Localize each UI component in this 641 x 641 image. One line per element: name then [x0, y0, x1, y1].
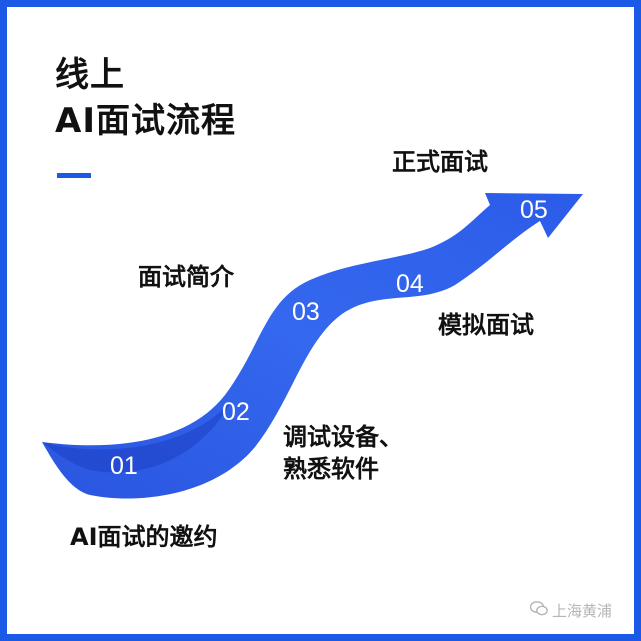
- step-label-03: 面试简介: [138, 263, 234, 291]
- page-title: 线上 AI面试流程: [55, 52, 236, 144]
- step-number-04: 04: [396, 270, 424, 298]
- step-label-04: 模拟面试: [438, 311, 534, 339]
- title-line-1: 线上: [55, 55, 125, 95]
- step-label-01: AI面试的邀约: [70, 523, 218, 551]
- step-number-05: 05: [520, 196, 548, 224]
- arrow-ribbon: [42, 193, 583, 499]
- step-label-02-line-2: 熟悉软件: [283, 455, 379, 483]
- watermark-text: 上海黄浦: [552, 602, 613, 620]
- step-label-02: 调试设备、 熟悉软件: [283, 421, 403, 485]
- watermark: 上海黄浦: [529, 600, 613, 621]
- title-accent-bar: [57, 173, 91, 178]
- arrow-shadow: [42, 400, 232, 473]
- step-label-02-line-1: 调试设备、: [283, 423, 403, 451]
- step-number-02: 02: [222, 398, 250, 426]
- step-label-05: 正式面试: [392, 148, 488, 176]
- step-number-03: 03: [292, 298, 320, 326]
- wechat-icon: [529, 601, 548, 620]
- title-line-2: AI面试流程: [55, 101, 236, 141]
- step-number-01: 01: [110, 452, 138, 480]
